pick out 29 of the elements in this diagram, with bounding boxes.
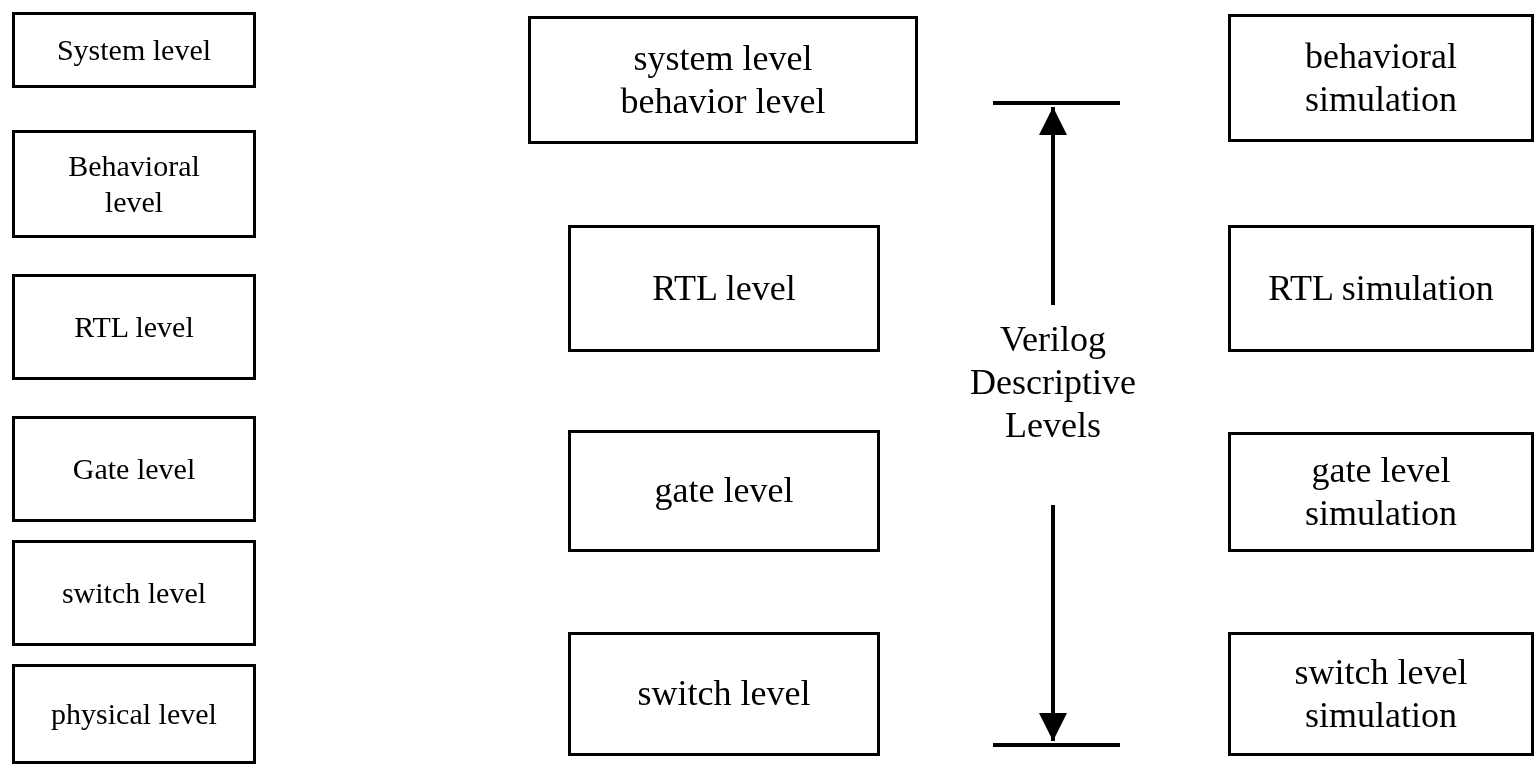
level-box [12,274,256,380]
range-label: Verilog Descriptive Levels [969,318,1137,448]
box-label: gate level [654,469,794,513]
level-box [12,12,256,88]
box-label: gate level simulation [1304,448,1458,535]
level-box [12,130,256,238]
level-box [1228,432,1534,552]
level-box [568,225,880,352]
level-box [1228,14,1534,142]
box-label: RTL level [74,309,194,345]
box-label: physical level [51,696,217,732]
level-box [12,416,256,522]
box-label: RTL level [652,266,796,310]
level-box [568,430,880,552]
box-label: Behavioral level [67,148,201,220]
box-label: behavioral simulation [1304,34,1458,121]
box-label: RTL simulation [1268,266,1494,310]
level-box [12,540,256,646]
level-box [1228,225,1534,352]
level-box [568,632,880,756]
box-label: switch level [61,575,207,611]
box-label: Gate level [72,451,196,487]
box-label: switch level simulation [1293,650,1469,737]
box-label: System level [56,32,212,68]
box-label: switch level [637,672,811,716]
level-box [1228,632,1534,756]
box-label: system level behavior level [619,36,827,123]
level-box [528,16,918,144]
level-box [12,664,256,764]
